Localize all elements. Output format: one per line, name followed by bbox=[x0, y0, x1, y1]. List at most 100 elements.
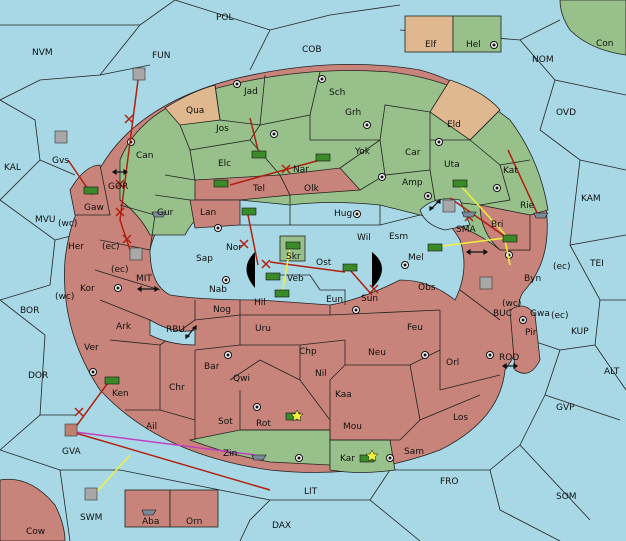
label-con: Con bbox=[596, 39, 614, 49]
label-kat: Kat bbox=[503, 166, 518, 176]
label-chp: Chp bbox=[299, 347, 317, 357]
label-kaa: Kaa bbox=[335, 390, 352, 400]
army-icon bbox=[502, 234, 518, 243]
region-eld[interactable] bbox=[429, 79, 501, 141]
units bbox=[54, 67, 549, 516]
label-elc: Elc bbox=[218, 159, 231, 169]
label-dor: DOR bbox=[28, 371, 48, 381]
label-pol: POL bbox=[216, 13, 234, 23]
army-icon bbox=[104, 376, 120, 385]
label-ovd: OVD bbox=[556, 108, 576, 118]
label-hil: Hil bbox=[254, 298, 266, 308]
label-ark: Ark bbox=[116, 322, 132, 332]
label-gva: GVA bbox=[62, 447, 82, 457]
dislodged-unit-icon bbox=[479, 276, 493, 290]
label-can: Can bbox=[136, 151, 154, 161]
label-swm: SWM bbox=[80, 513, 102, 523]
label-kal: KAL bbox=[4, 163, 21, 173]
label-nar: Nar bbox=[293, 165, 309, 175]
fleet-icon bbox=[251, 454, 267, 461]
label-ec3: (ec) bbox=[553, 262, 571, 272]
label-los: Los bbox=[453, 413, 468, 423]
strait-east bbox=[372, 252, 382, 288]
label-lit: LIT bbox=[304, 487, 318, 497]
label-nil: Nil bbox=[315, 369, 327, 379]
label-ec4: (ec) bbox=[551, 311, 569, 321]
label-sot: Sot bbox=[218, 417, 233, 427]
label-rbu: RBU bbox=[166, 325, 185, 335]
label-som: SOM bbox=[556, 492, 577, 502]
label-orl: Orl bbox=[446, 358, 459, 368]
army-icon bbox=[265, 272, 281, 281]
label-elf: Elf bbox=[425, 40, 437, 50]
label-gwa: Gwa bbox=[530, 309, 550, 319]
label-bor: BOR bbox=[20, 306, 39, 316]
label-sun: Sun bbox=[361, 294, 378, 304]
label-kar: Kar bbox=[340, 454, 355, 464]
region-cow[interactable] bbox=[0, 478, 66, 541]
label-tei: TEI bbox=[589, 259, 604, 269]
star-icon bbox=[290, 409, 304, 422]
region-con[interactable] bbox=[559, 0, 626, 56]
label-eld: Eld bbox=[447, 120, 461, 130]
label-gvs: Gvs bbox=[52, 156, 69, 166]
label-sap: Sap bbox=[196, 254, 213, 264]
label-rie: Rie bbox=[520, 201, 535, 211]
label-kor: Kor bbox=[80, 284, 95, 294]
fleet-icon bbox=[533, 212, 549, 219]
label-fro: FRO bbox=[440, 477, 459, 487]
dislodged-unit-icon bbox=[84, 487, 98, 501]
army-icon bbox=[83, 186, 99, 195]
label-uru: Uru bbox=[255, 324, 271, 334]
region-orn[interactable] bbox=[169, 489, 219, 528]
label-bar: Bar bbox=[204, 362, 220, 372]
region-skr[interactable] bbox=[279, 235, 306, 262]
label-zin: Zin bbox=[223, 449, 237, 459]
label-esm: Esm bbox=[389, 232, 408, 242]
label-ken: Ken bbox=[112, 389, 129, 399]
region-pir[interactable] bbox=[509, 305, 541, 374]
label-cow: Cow bbox=[26, 527, 45, 537]
label-ec1: (ec) bbox=[102, 242, 120, 252]
label-rot: Rot bbox=[256, 419, 271, 429]
label-gor: GOR bbox=[108, 182, 128, 192]
label-hel: Hel bbox=[466, 40, 481, 50]
label-bri: Bri bbox=[491, 220, 503, 230]
dislodged-unit-icon bbox=[64, 423, 78, 437]
dislodged-unit-icon bbox=[442, 199, 456, 213]
label-qua: Qua bbox=[186, 106, 204, 116]
label-nor: Nor bbox=[226, 243, 242, 253]
army-icon bbox=[251, 150, 267, 159]
label-nog: Nog bbox=[213, 305, 231, 315]
army-icon bbox=[213, 179, 229, 188]
region-bri[interactable] bbox=[479, 204, 531, 251]
label-eun: Eun bbox=[326, 295, 343, 305]
label-qwi: Qwi bbox=[233, 374, 250, 384]
label-neu: Neu bbox=[368, 348, 386, 358]
label-nab: Nab bbox=[209, 285, 227, 295]
region-sma-water bbox=[419, 198, 471, 231]
label-lan: Lan bbox=[200, 208, 216, 218]
label-tel: Tel bbox=[252, 184, 265, 194]
label-jad: Jad bbox=[243, 87, 258, 97]
label-veb: Veb bbox=[287, 274, 304, 284]
strait-west bbox=[246, 252, 255, 288]
label-gur: Gur bbox=[157, 208, 174, 218]
label-alt: ALT bbox=[604, 367, 620, 377]
label-wc1: (wc) bbox=[58, 219, 77, 229]
label-kup: KUP bbox=[571, 327, 589, 337]
label-grh: Grh bbox=[345, 108, 361, 118]
label-nvm: NVM bbox=[32, 48, 53, 58]
army-icon bbox=[342, 263, 358, 272]
dislodged-unit-icon bbox=[132, 67, 146, 81]
label-sch: Sch bbox=[329, 88, 345, 98]
label-gaw: Gaw bbox=[84, 203, 104, 213]
army-icon bbox=[274, 289, 290, 298]
canal-arrows bbox=[111, 168, 519, 370]
label-gvp: GVP bbox=[556, 403, 575, 413]
region-elf[interactable] bbox=[404, 15, 454, 53]
label-car: Car bbox=[405, 148, 421, 158]
label-wc2: (wc) bbox=[55, 292, 74, 302]
army-icon bbox=[241, 207, 257, 216]
label-kam: KAM bbox=[581, 194, 601, 204]
